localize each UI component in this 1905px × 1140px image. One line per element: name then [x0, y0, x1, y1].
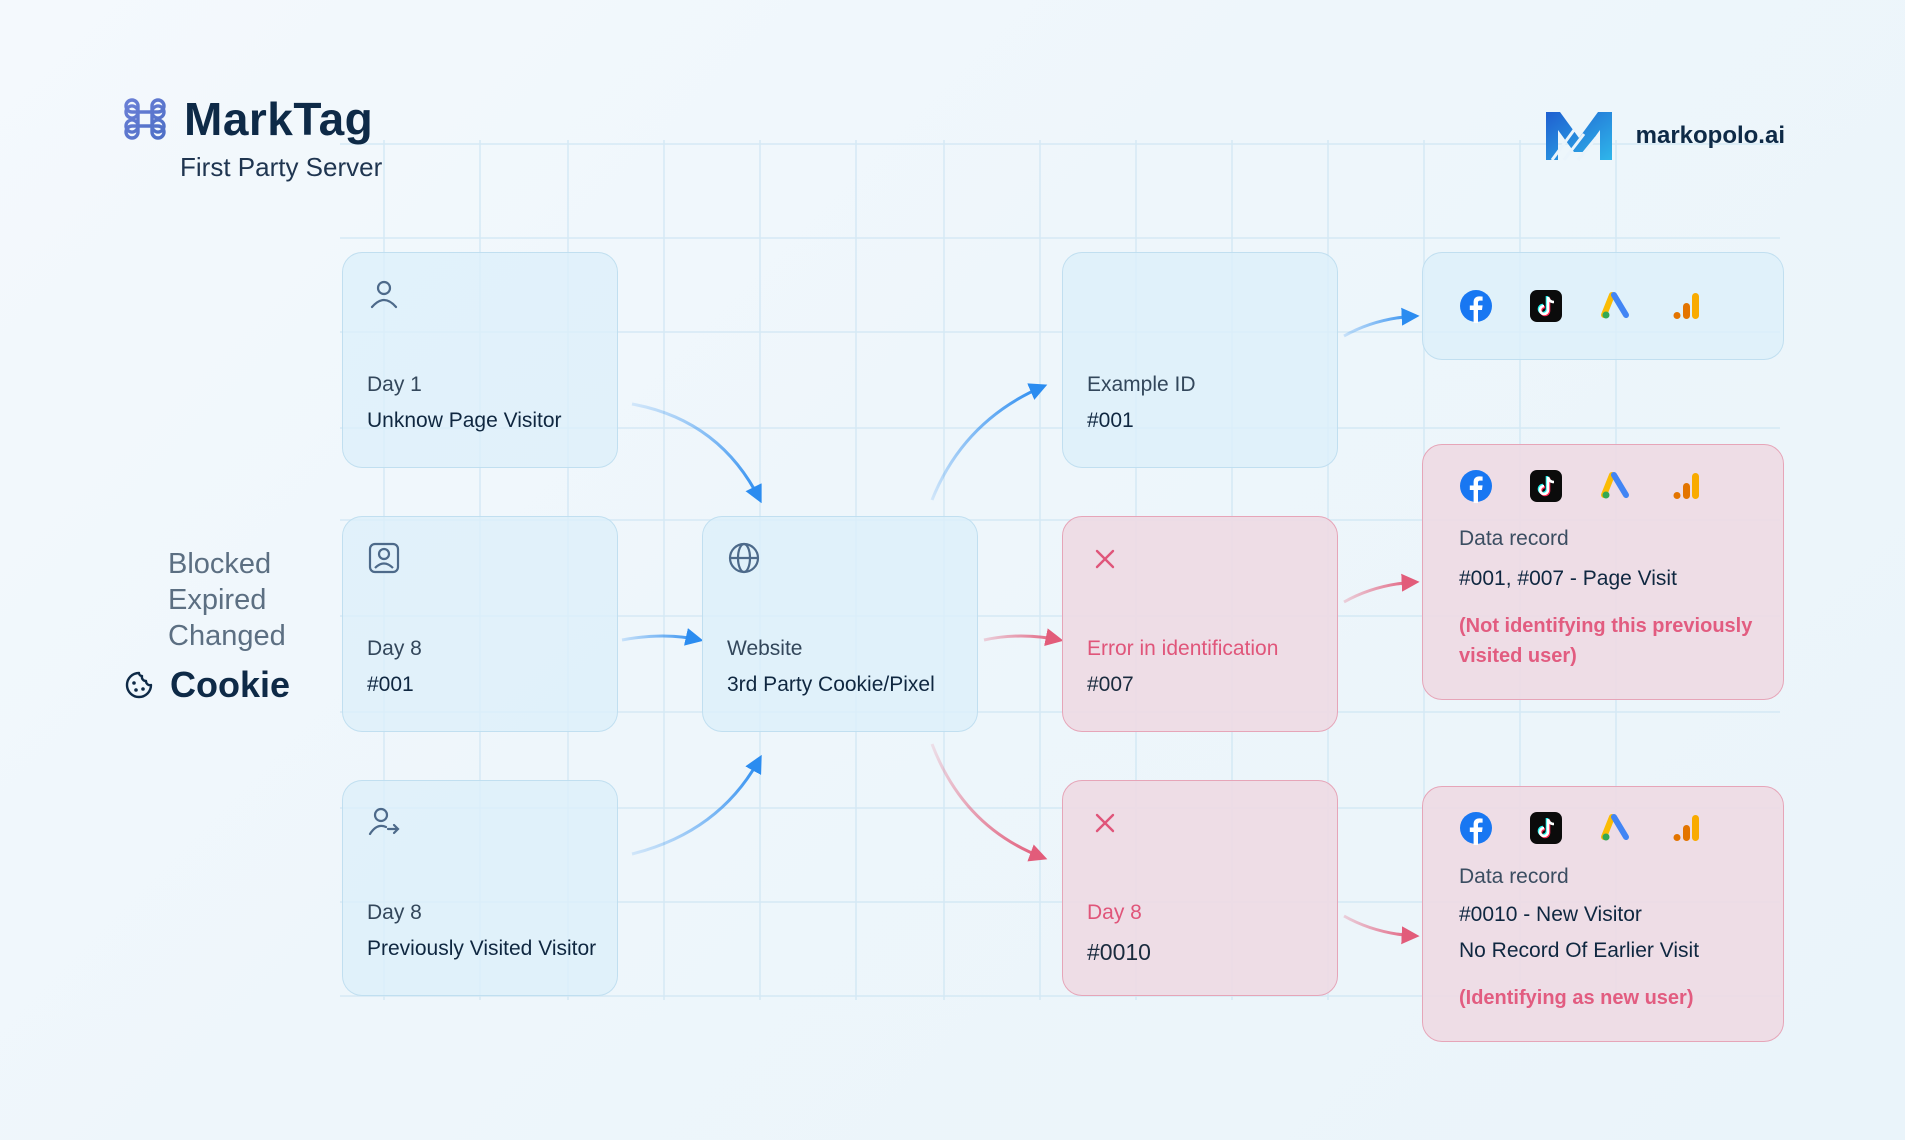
- close-icon: [1095, 813, 1115, 833]
- platform-row: [1459, 289, 1703, 323]
- visitor-day-label: Day 8: [367, 901, 422, 924]
- visitor-card-day8: Day 8 #001: [342, 516, 618, 732]
- visitor-id: #001: [367, 673, 414, 696]
- facebook-icon: [1460, 470, 1492, 503]
- website-description: 3rd Party Cookie/Pixel: [727, 673, 935, 696]
- result-label: Example ID: [1087, 373, 1196, 396]
- visitor-card-previous: Day 8 Previously Visited Visitor: [342, 780, 618, 996]
- close-icon: [1095, 549, 1115, 569]
- google-ads-icon: [1601, 814, 1629, 841]
- brand-subtitle: First Party Server: [180, 152, 383, 182]
- tiktok-icon: [1530, 812, 1562, 844]
- google-ads-icon: [1601, 472, 1629, 499]
- record-label: Data record: [1459, 865, 1569, 888]
- arrow-website-to-day8: [930, 743, 1048, 862]
- arrow-day1-to-website: [631, 402, 762, 504]
- result-label: Day 8: [1087, 901, 1142, 924]
- brand: MarkTag First Party Server: [124, 92, 382, 182]
- arrow-example-to-platforms: [1343, 307, 1420, 338]
- partner-name: markopolo.ai: [1635, 122, 1785, 149]
- website-card: Website 3rd Party Cookie/Pixel: [702, 516, 978, 732]
- visitor-day-label: Day 1: [367, 373, 422, 396]
- globe-icon: [728, 542, 760, 574]
- arrow-day8-to-website: [621, 628, 704, 646]
- facebook-icon: [1460, 812, 1492, 845]
- google-analytics-icon: [1673, 293, 1699, 319]
- user-arrow-icon: [368, 807, 400, 836]
- arrow-previous-to-website: [631, 754, 762, 856]
- result-label: Error in identification: [1087, 637, 1279, 660]
- google-analytics-icon: [1673, 815, 1699, 841]
- result-id: #007: [1087, 673, 1134, 696]
- user-badge-icon: [368, 542, 400, 574]
- google-analytics-icon: [1673, 473, 1699, 499]
- cookie-state-blocked: Blocked: [168, 548, 272, 580]
- arrow-website-to-example: [930, 383, 1048, 501]
- record-card-ok: [1422, 252, 1784, 360]
- user-icon: [370, 280, 398, 309]
- visitor-description: Unknow Page Visitor: [367, 409, 562, 432]
- result-card-error: Error in identification #007: [1062, 516, 1338, 732]
- markopolo-logo: [1545, 112, 1612, 161]
- cookie-label: Cookie: [124, 664, 290, 706]
- arrow-error-to-record: [1343, 573, 1420, 604]
- record-value-secondary: No Record Of Earlier Visit: [1459, 939, 1700, 962]
- record-value: #001, #007 - Page Visit: [1459, 567, 1677, 590]
- tiktok-icon: [1530, 290, 1562, 322]
- platform-row: [1459, 469, 1703, 503]
- visitor-card-day1: Day 1 Unknow Page Visitor: [342, 252, 618, 468]
- record-label: Data record: [1459, 527, 1569, 550]
- result-card-day8: Day 8 #0010: [1062, 780, 1338, 996]
- platform-row: [1459, 811, 1703, 845]
- facebook-icon: [1460, 290, 1492, 323]
- result-id: #001: [1087, 409, 1134, 432]
- cookie-title: Cookie: [170, 664, 291, 705]
- cookie-state-changed: Changed: [168, 620, 286, 652]
- arrow-day8-to-record: [1343, 914, 1420, 945]
- arrow-website-to-error: [983, 628, 1064, 647]
- cookie-icon: [125, 671, 153, 699]
- partner-brand: markopolo.ai: [1544, 108, 1785, 164]
- record-note: (Identifying as new user): [1459, 987, 1694, 1009]
- visitor-description: Previously Visited Visitor: [367, 937, 597, 960]
- tiktok-icon: [1530, 470, 1562, 502]
- record-value: #0010 - New Visitor: [1459, 903, 1642, 926]
- result-id: #0010: [1087, 939, 1151, 965]
- website-label: Website: [727, 637, 803, 660]
- record-card-new-visitor: Data record #0010 - New Visitor No Recor…: [1422, 786, 1784, 1042]
- brand-title: MarkTag: [184, 93, 374, 145]
- record-card-page-visit: Data record #001, #007 - Page Visit (Not…: [1422, 444, 1784, 700]
- record-note: (Not identifying this previously visited…: [1459, 615, 1753, 667]
- result-card-example-id: Example ID #001: [1062, 252, 1338, 468]
- google-ads-icon: [1601, 292, 1629, 319]
- cookie-state-expired: Expired: [168, 584, 267, 616]
- visitor-day-label: Day 8: [367, 637, 422, 660]
- command-icon: [124, 98, 166, 140]
